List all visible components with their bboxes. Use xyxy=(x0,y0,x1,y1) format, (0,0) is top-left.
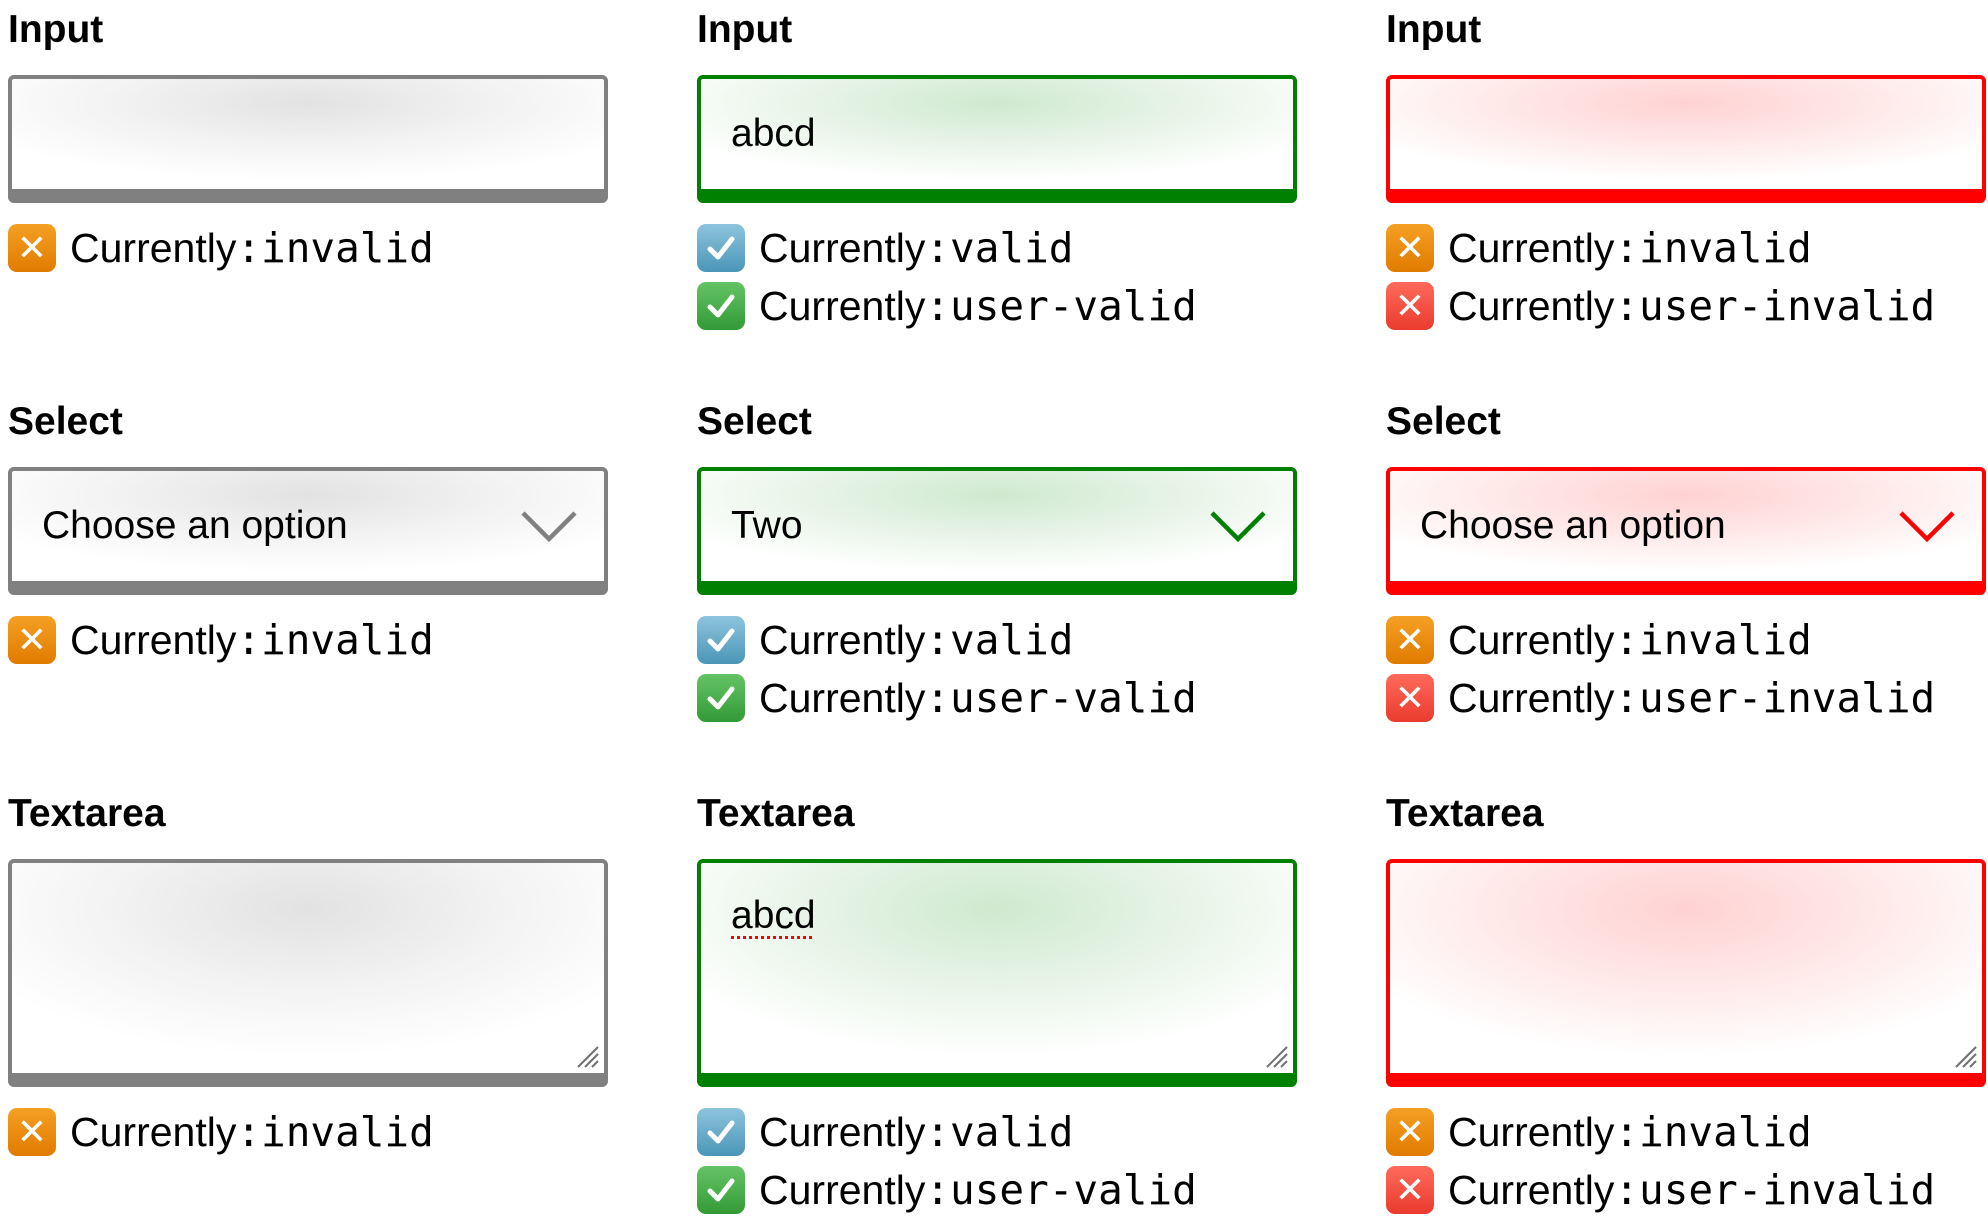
status-user-invalid: ✕ Currently :user-invalid xyxy=(1386,669,1988,727)
textarea-valid[interactable]: abcd xyxy=(697,859,1297,1087)
textarea-invalid[interactable] xyxy=(1386,859,1986,1087)
status-invalid: ✕ Currently :invalid xyxy=(1386,219,1988,277)
resize-grip-icon[interactable] xyxy=(1952,1043,1978,1069)
status-list: Currently :valid Currently :user-valid xyxy=(697,611,1337,727)
status-prefix: Currently xyxy=(759,1166,926,1213)
status-list: Currently :valid Currently :user-valid xyxy=(697,1103,1337,1219)
status-invalid: ✕ Currently :invalid xyxy=(8,611,648,669)
status-invalid: ✕ Currently :invalid xyxy=(1386,611,1988,669)
red-cross-mark-icon: ✕ xyxy=(1386,1166,1434,1214)
status-pseudo-class: :invalid xyxy=(236,616,434,664)
orange-cross-mark-icon: ✕ xyxy=(8,1108,56,1156)
input-label: Input xyxy=(8,8,104,51)
status-pseudo-class: :user-invalid xyxy=(1614,282,1936,330)
red-cross-mark-icon: ✕ xyxy=(1386,282,1434,330)
status-pseudo-class: :invalid xyxy=(1614,224,1812,272)
textarea-label: Textarea xyxy=(1386,792,1544,835)
green-check-mark-icon xyxy=(697,282,745,330)
textarea-untouched[interactable] xyxy=(8,859,608,1087)
input-label: Input xyxy=(697,8,793,51)
select-value: Two xyxy=(731,504,803,547)
status-valid: Currently :valid xyxy=(697,611,1337,669)
text-input-untouched[interactable] xyxy=(8,75,608,203)
select-value: Choose an option xyxy=(42,504,348,547)
select-label: Select xyxy=(8,400,123,443)
status-user-invalid: ✕ Currently :user-invalid xyxy=(1386,277,1988,335)
status-user-valid: Currently :user-valid xyxy=(697,277,1337,335)
status-prefix: Currently xyxy=(70,616,237,663)
status-list: ✕ Currently :invalid xyxy=(8,1103,648,1161)
select-untouched[interactable]: Choose an option xyxy=(8,467,608,595)
status-pseudo-class: :user-valid xyxy=(925,1166,1197,1214)
select-invalid[interactable]: Choose an option xyxy=(1386,467,1986,595)
status-prefix: Currently xyxy=(759,674,926,721)
chevron-down-icon xyxy=(1899,511,1955,543)
status-list: ✕ Currently :invalid xyxy=(8,219,648,277)
orange-cross-mark-icon: ✕ xyxy=(1386,1108,1434,1156)
status-list: ✕ Currently :invalid xyxy=(8,611,648,669)
blue-check-mark-icon xyxy=(697,224,745,272)
status-pseudo-class: :invalid xyxy=(1614,1108,1812,1156)
status-prefix: Currently xyxy=(1448,1108,1615,1155)
status-prefix: Currently xyxy=(70,224,237,271)
orange-cross-mark-icon: ✕ xyxy=(8,224,56,272)
status-pseudo-class: :user-valid xyxy=(925,282,1197,330)
status-list: ✕ Currently :invalid ✕ Currently :user-i… xyxy=(1386,1103,1988,1219)
green-check-mark-icon xyxy=(697,674,745,722)
resize-grip-icon[interactable] xyxy=(574,1043,600,1069)
status-pseudo-class: :user-invalid xyxy=(1614,1166,1936,1214)
status-prefix: Currently xyxy=(1448,616,1615,663)
textarea-label: Textarea xyxy=(697,792,855,835)
status-prefix: Currently xyxy=(1448,282,1615,329)
status-pseudo-class: :invalid xyxy=(236,1108,434,1156)
status-prefix: Currently xyxy=(759,282,926,329)
status-prefix: Currently xyxy=(1448,674,1615,721)
status-prefix: Currently xyxy=(759,616,926,663)
status-prefix: Currently xyxy=(759,1108,926,1155)
status-prefix: Currently xyxy=(759,224,926,271)
status-user-valid: Currently :user-valid xyxy=(697,1161,1337,1219)
status-invalid: ✕ Currently :invalid xyxy=(8,219,648,277)
text-input-invalid[interactable] xyxy=(1386,75,1986,203)
status-prefix: Currently xyxy=(1448,1166,1615,1213)
status-pseudo-class: :invalid xyxy=(236,224,434,272)
status-invalid: ✕ Currently :invalid xyxy=(8,1103,648,1161)
chevron-down-icon xyxy=(1210,511,1266,543)
status-pseudo-class: :invalid xyxy=(1614,616,1812,664)
text-input-valid[interactable]: abcd xyxy=(697,75,1297,203)
orange-cross-mark-icon: ✕ xyxy=(8,616,56,664)
status-prefix: Currently xyxy=(70,1108,237,1155)
status-user-valid: Currently :user-valid xyxy=(697,669,1337,727)
status-list: ✕ Currently :invalid ✕ Currently :user-i… xyxy=(1386,219,1988,335)
input-label: Input xyxy=(1386,8,1482,51)
status-list: ✕ Currently :invalid ✕ Currently :user-i… xyxy=(1386,611,1988,727)
status-pseudo-class: :valid xyxy=(925,1108,1074,1156)
status-list: Currently :valid Currently :user-valid xyxy=(697,219,1337,335)
blue-check-mark-icon xyxy=(697,616,745,664)
input-value: abcd xyxy=(731,112,816,155)
orange-cross-mark-icon: ✕ xyxy=(1386,224,1434,272)
status-prefix: Currently xyxy=(1448,224,1615,271)
blue-check-mark-icon xyxy=(697,1108,745,1156)
status-valid: Currently :valid xyxy=(697,219,1337,277)
status-pseudo-class: :valid xyxy=(925,224,1074,272)
status-pseudo-class: :valid xyxy=(925,616,1074,664)
status-user-invalid: ✕ Currently :user-invalid xyxy=(1386,1161,1988,1219)
status-pseudo-class: :user-valid xyxy=(925,674,1197,722)
chevron-down-icon xyxy=(521,511,577,543)
status-valid: Currently :valid xyxy=(697,1103,1337,1161)
status-pseudo-class: :user-invalid xyxy=(1614,674,1936,722)
resize-grip-icon[interactable] xyxy=(1263,1043,1289,1069)
red-cross-mark-icon: ✕ xyxy=(1386,674,1434,722)
select-value: Choose an option xyxy=(1420,504,1726,547)
textarea-label: Textarea xyxy=(8,792,166,835)
select-label: Select xyxy=(697,400,812,443)
status-invalid: ✕ Currently :invalid xyxy=(1386,1103,1988,1161)
orange-cross-mark-icon: ✕ xyxy=(1386,616,1434,664)
green-check-mark-icon xyxy=(697,1166,745,1214)
textarea-value: abcd xyxy=(731,894,816,937)
select-label: Select xyxy=(1386,400,1501,443)
select-valid[interactable]: Two xyxy=(697,467,1297,595)
